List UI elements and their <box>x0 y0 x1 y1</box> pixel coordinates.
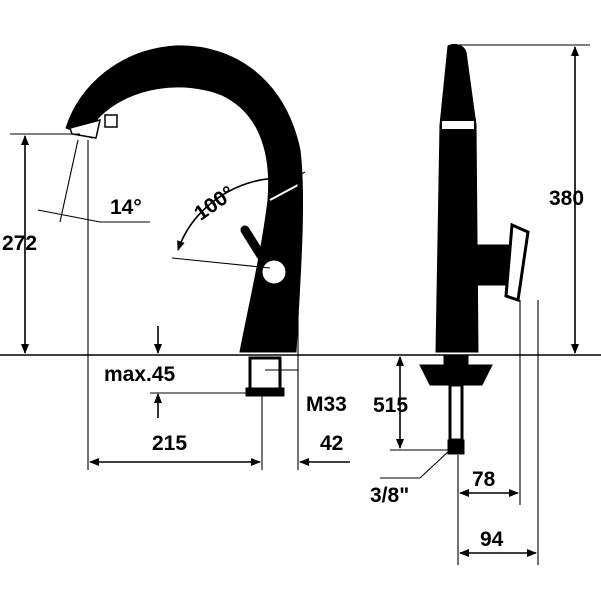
hose-shank <box>448 383 464 442</box>
dim-215-label: 215 <box>152 432 187 455</box>
connection-3-8-label: 3/8" <box>370 484 409 507</box>
thread-m33-label: M33 <box>306 393 347 416</box>
dim-272-label: 272 <box>2 232 37 255</box>
dim-14deg-label: 14° <box>110 196 142 219</box>
dim-78-label: 78 <box>472 468 496 491</box>
dim-42-label: 42 <box>320 432 343 455</box>
lever-pivot <box>259 257 289 287</box>
base-plate <box>419 364 493 386</box>
dim-380-label: 380 <box>549 187 584 210</box>
spout-body <box>65 45 304 353</box>
front-lever-handle <box>504 222 530 302</box>
side-view-faucet <box>65 45 304 397</box>
hose-connector <box>447 439 465 455</box>
swivel-arc <box>177 174 301 251</box>
dim-max45-label: max.45 <box>104 363 176 386</box>
mounting-shank <box>248 356 282 395</box>
side-view-dimensions: 272 14° 100° max.45 M33 215 42 <box>2 133 350 470</box>
dim-94-label: 94 <box>480 528 504 551</box>
front-view-faucet <box>419 43 530 455</box>
spray-button <box>104 114 118 128</box>
dim-100deg-label: 100° <box>190 182 239 226</box>
spray-head-joint <box>440 119 476 131</box>
front-spout-body <box>435 43 479 353</box>
front-view-dimensions: 380 515 3/8" 78 94 <box>370 44 590 565</box>
shank-nut <box>245 387 285 397</box>
dim-515-label: 515 <box>373 394 408 417</box>
